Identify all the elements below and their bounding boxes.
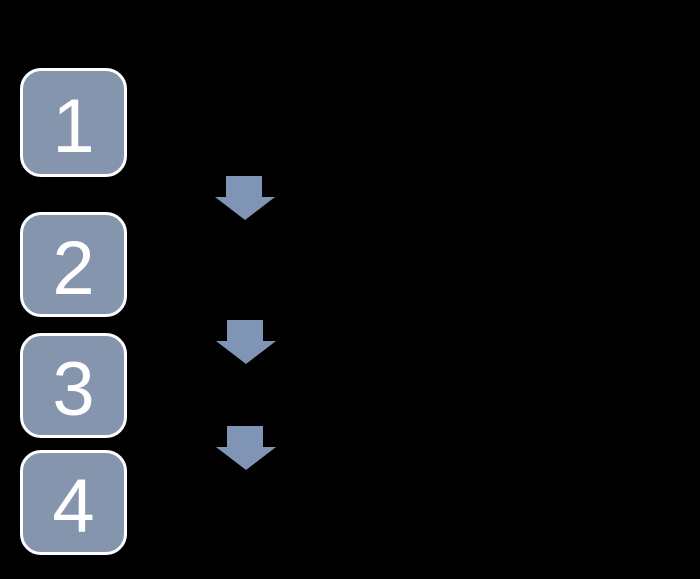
step-number-1: 1 xyxy=(52,83,95,169)
down-arrow-icon-1 xyxy=(215,176,275,220)
down-arrow-shape xyxy=(216,426,276,470)
step-box-3: 3 xyxy=(20,333,127,438)
step-number-2: 2 xyxy=(52,225,95,311)
step-box-2: 2 xyxy=(20,212,127,317)
step-number-3: 3 xyxy=(52,346,95,432)
down-arrow-shape xyxy=(216,320,276,364)
down-arrow-icon-3 xyxy=(216,426,276,470)
down-arrow-shape xyxy=(215,176,275,220)
step-number-4: 4 xyxy=(52,463,95,549)
down-arrow-icon-2 xyxy=(216,320,276,364)
step-box-1: 1 xyxy=(20,68,127,177)
step-box-4: 4 xyxy=(20,450,127,555)
